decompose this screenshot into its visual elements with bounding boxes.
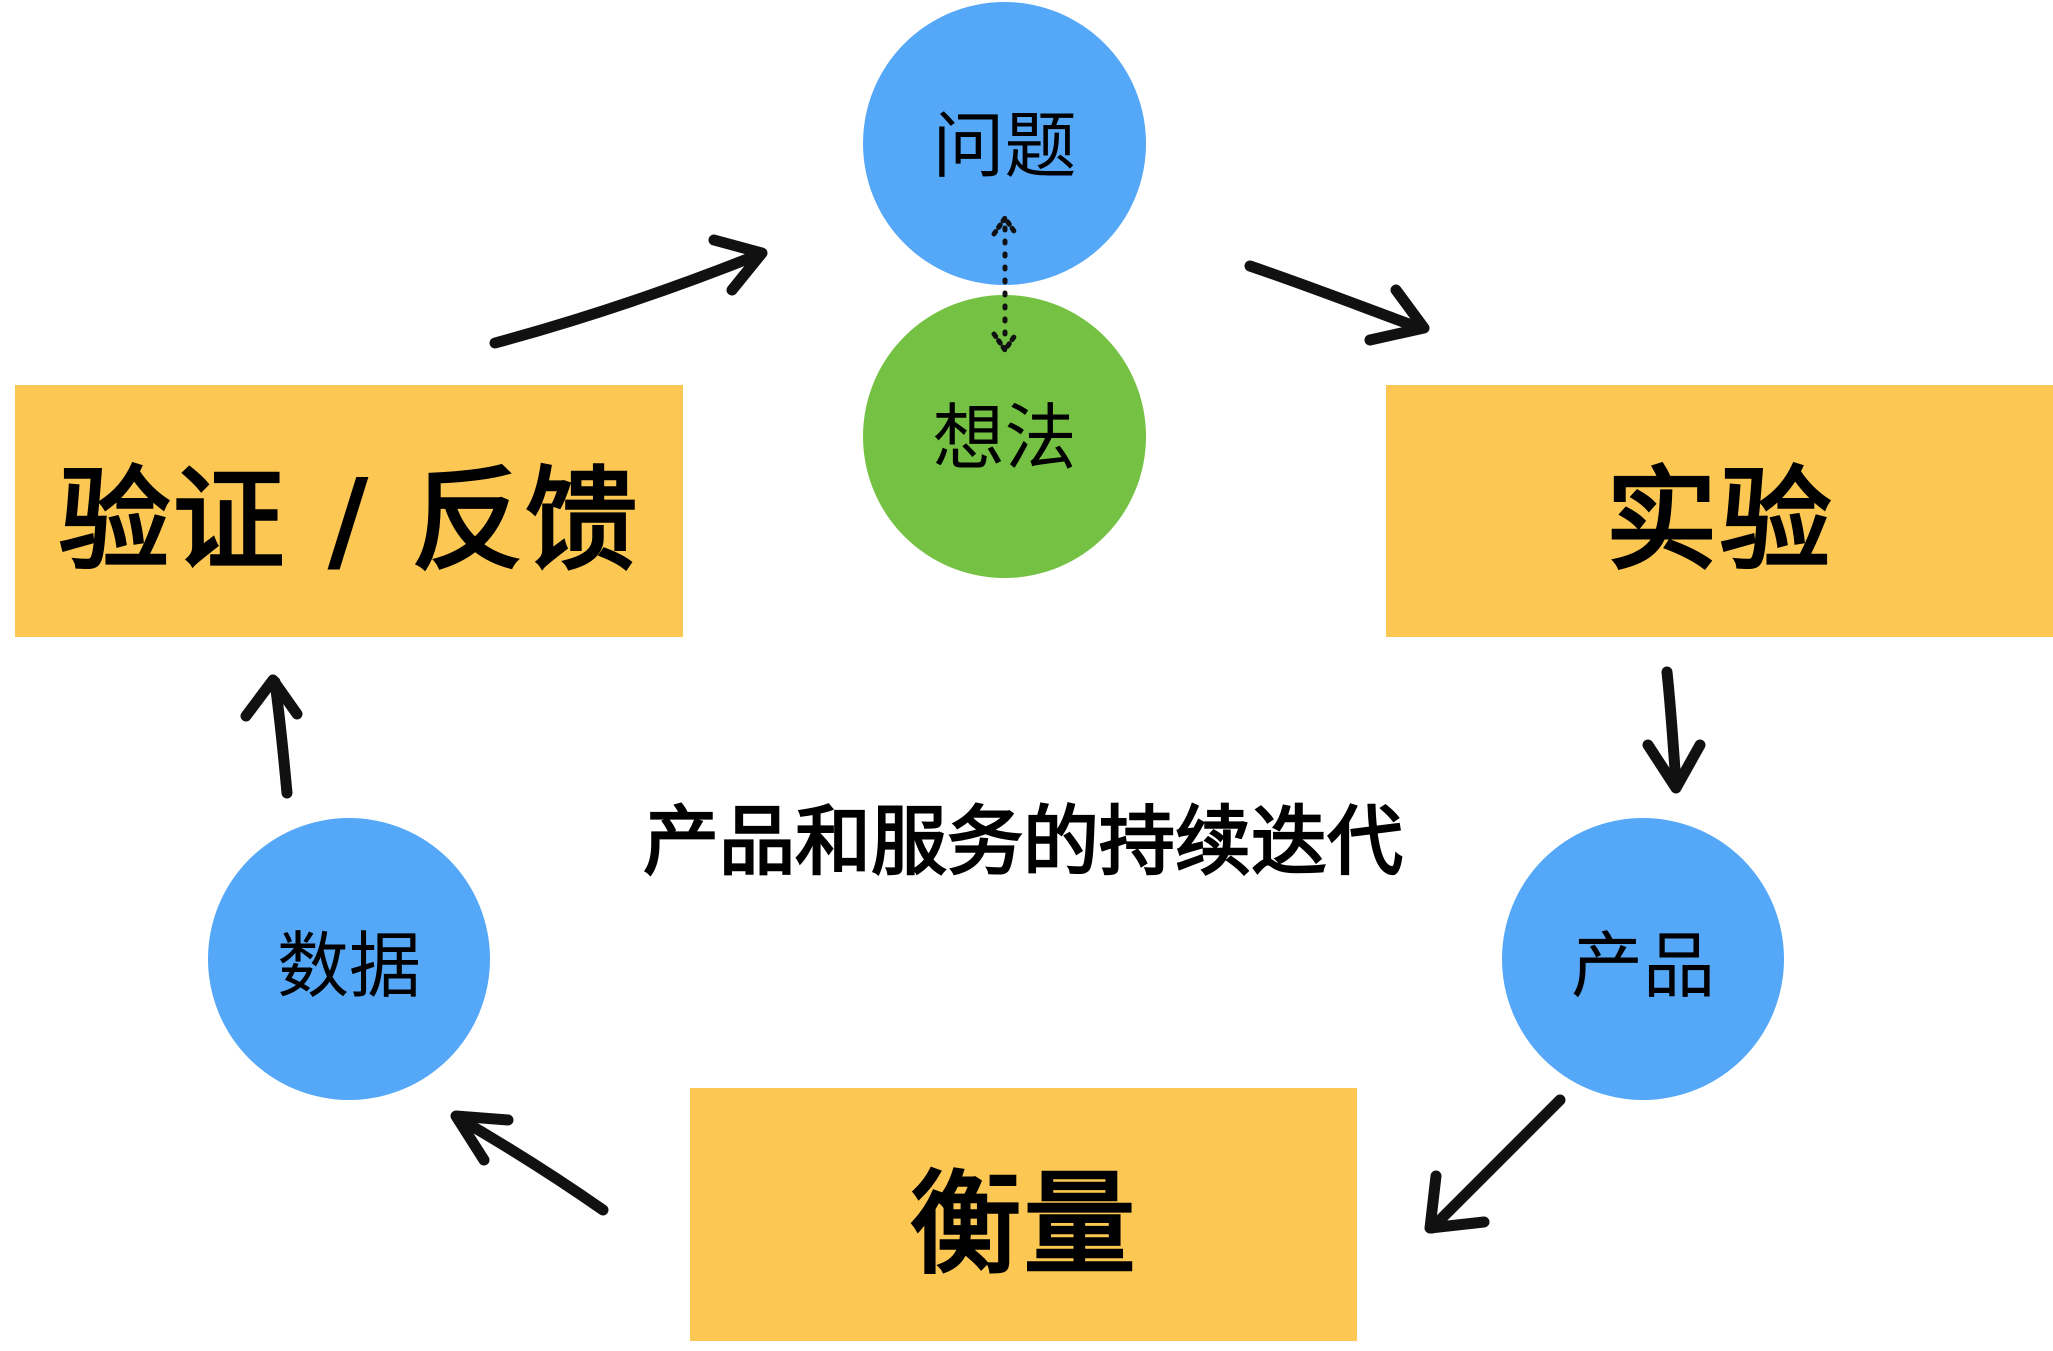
measure-label: 衡量	[909, 1159, 1138, 1290]
validation-feedback-box: 验证 / 反馈	[15, 385, 683, 637]
arrow-problem-to-experiment	[1244, 260, 1430, 346]
experiment-label: 实验	[1605, 456, 1834, 586]
problem-label: 问题	[932, 104, 1077, 188]
idea-circle: 想法	[863, 295, 1146, 578]
arrow-product-to-measure	[1424, 1094, 1566, 1234]
validation-feedback-label: 验证 / 反馈	[58, 456, 640, 586]
idea-label: 想法	[932, 396, 1077, 480]
problem-circle: 问题	[863, 2, 1146, 285]
arrow-data-to-validation	[240, 674, 303, 799]
arrow-validation-to-problem	[489, 234, 768, 349]
measure-box: 衡量	[690, 1088, 1357, 1341]
product-label: 产品	[1570, 923, 1715, 1008]
data-label: 数据	[276, 923, 421, 1008]
center-title: 产品和服务的持续迭代	[643, 797, 1403, 886]
data-circle: 数据	[208, 818, 490, 1100]
arrow-measure-to-data	[450, 1110, 609, 1216]
product-circle: 产品	[1502, 818, 1784, 1100]
arrow-experiment-to-product	[1642, 666, 1706, 794]
experiment-box: 实验	[1386, 385, 2053, 637]
